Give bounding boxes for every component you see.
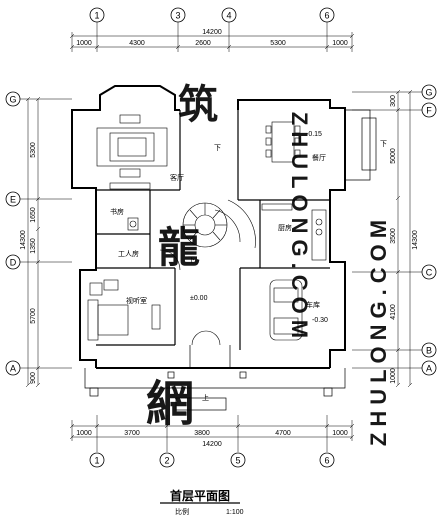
bottom-dimensions bbox=[69, 420, 355, 441]
axis-bubble-bottom-6: 6 bbox=[319, 452, 335, 468]
main-level: ±0.00 bbox=[190, 295, 208, 302]
axis-bubble-right-C: C bbox=[421, 264, 437, 280]
svg-text:G: G bbox=[425, 88, 432, 98]
top-dimension-5: 1000 bbox=[332, 40, 348, 47]
top-dimension-3: 2600 bbox=[195, 40, 211, 47]
svg-text:6: 6 bbox=[324, 456, 329, 466]
study-room-label: 书房 bbox=[110, 207, 124, 216]
watermark-vertical-lower: ZHULONG.COM bbox=[366, 214, 391, 446]
svg-text:E: E bbox=[10, 195, 16, 205]
left-dimension-5: 900 bbox=[30, 372, 37, 384]
svg-text:F: F bbox=[426, 106, 432, 116]
axis-bubble-left-A: A bbox=[5, 360, 21, 376]
svg-text:A: A bbox=[426, 364, 432, 374]
svg-text:1: 1 bbox=[94, 11, 99, 21]
dining-level: -0.15 bbox=[306, 131, 322, 138]
axis-bubble-bottom-5: 5 bbox=[230, 452, 246, 468]
top-dimension-2: 4300 bbox=[129, 40, 145, 47]
av-room-label: 视听室 bbox=[126, 296, 147, 305]
svg-text:5: 5 bbox=[235, 456, 240, 466]
car bbox=[269, 279, 303, 341]
up-mark-entry: 上 bbox=[202, 393, 209, 402]
svg-text:G: G bbox=[9, 95, 16, 105]
top-total-dimension: 14200 bbox=[202, 29, 222, 36]
logo-char-1: 筑 bbox=[178, 83, 218, 127]
drawing-title: 首层平面图 bbox=[170, 488, 230, 503]
dining-table bbox=[265, 121, 301, 163]
svg-text:2: 2 bbox=[164, 456, 169, 466]
down-mark-stair: 下 bbox=[188, 256, 195, 264]
scale-label: 比例 bbox=[175, 507, 189, 516]
svg-text:6: 6 bbox=[324, 11, 329, 21]
garage-label: 车库 bbox=[306, 300, 320, 309]
worker-room-label: 工人房 bbox=[118, 249, 139, 258]
svg-text:C: C bbox=[426, 268, 433, 278]
logo-char-2: 龍 bbox=[158, 224, 200, 271]
axis-bubble-right-A: A bbox=[421, 360, 437, 376]
top-dimensions bbox=[69, 32, 355, 52]
kitchen-counter bbox=[261, 203, 327, 261]
washroom-fixtures bbox=[127, 217, 139, 231]
svg-text:A: A bbox=[10, 364, 16, 374]
bottom-dimension-4: 4700 bbox=[275, 430, 291, 437]
right-dimension-3: 3500 bbox=[390, 228, 397, 244]
svg-text:4: 4 bbox=[226, 11, 231, 21]
spiral-staircase bbox=[159, 199, 256, 271]
av-room-furniture bbox=[87, 279, 161, 341]
garage-level: -0.30 bbox=[312, 317, 328, 324]
right-dimension-2: 5000 bbox=[390, 148, 397, 164]
living-room-label: 客厅 bbox=[170, 173, 184, 182]
axis-bubble-right-B: B bbox=[421, 342, 437, 358]
right-total-dimension: 14300 bbox=[412, 230, 419, 250]
axis-bubble-bottom-1: 1 bbox=[89, 452, 105, 468]
svg-text:D: D bbox=[10, 258, 17, 268]
top-dimension-1: 1000 bbox=[76, 40, 92, 47]
tv-cabinet bbox=[109, 182, 151, 190]
down-mark-dining: 下 bbox=[214, 144, 221, 152]
axis-bubble-top-1: 1 bbox=[89, 7, 105, 23]
bottom-total-dimension: 14200 bbox=[202, 441, 222, 448]
right-dimensions bbox=[395, 89, 413, 388]
bottom-dimension-5: 1000 bbox=[332, 430, 348, 437]
svg-text:1: 1 bbox=[94, 456, 99, 466]
right-dimension-4: 4100 bbox=[390, 304, 397, 320]
axis-bubble-right-G: G bbox=[421, 84, 437, 100]
left-dimension-4: 5700 bbox=[30, 308, 37, 324]
right-dimension-5: 1000 bbox=[390, 368, 397, 384]
entry-door bbox=[191, 330, 221, 346]
axis-bubble-top-3: 3 bbox=[170, 7, 186, 23]
terrace-outline bbox=[84, 109, 377, 411]
kitchen-label: 厨房 bbox=[278, 223, 292, 232]
scale-value: 1:100 bbox=[226, 509, 244, 516]
interior-walls bbox=[96, 110, 330, 350]
axis-bubble-top-4: 4 bbox=[221, 7, 237, 23]
svg-text:3: 3 bbox=[175, 11, 180, 21]
left-dimension-2: 1650 bbox=[30, 207, 37, 223]
bottom-dimension-1: 1000 bbox=[76, 430, 92, 437]
left-dimension-1: 5300 bbox=[30, 142, 37, 158]
sofa-set bbox=[96, 114, 168, 178]
dining-room-label: 餐厅 bbox=[312, 153, 326, 162]
svg-text:B: B bbox=[426, 346, 432, 356]
exterior-walls bbox=[71, 85, 346, 369]
bottom-dimension-2: 3700 bbox=[124, 430, 140, 437]
left-total-dimension: 14300 bbox=[20, 230, 27, 250]
axis-bubble-right-F: F bbox=[421, 102, 437, 118]
left-dimensions bbox=[25, 96, 41, 388]
left-dimension-3: 1350 bbox=[30, 238, 37, 254]
top-dimension-4: 5300 bbox=[270, 40, 286, 47]
axis-bubble-left-G: G bbox=[5, 91, 21, 107]
logo-char-3: 網 bbox=[146, 378, 194, 431]
axis-bubble-top-6: 6 bbox=[319, 7, 335, 23]
bottom-dimension-3: 3800 bbox=[194, 430, 210, 437]
down-mark-terrace: 下 bbox=[380, 140, 387, 148]
axis-bubble-bottom-2: 2 bbox=[159, 452, 175, 468]
axis-bubble-left-E: E bbox=[5, 191, 21, 207]
watermark-vertical-upper: ZHULONG.COM bbox=[287, 112, 312, 344]
right-dimension-1: 300 bbox=[390, 95, 397, 107]
axis-bubble-left-D: D bbox=[5, 254, 21, 270]
